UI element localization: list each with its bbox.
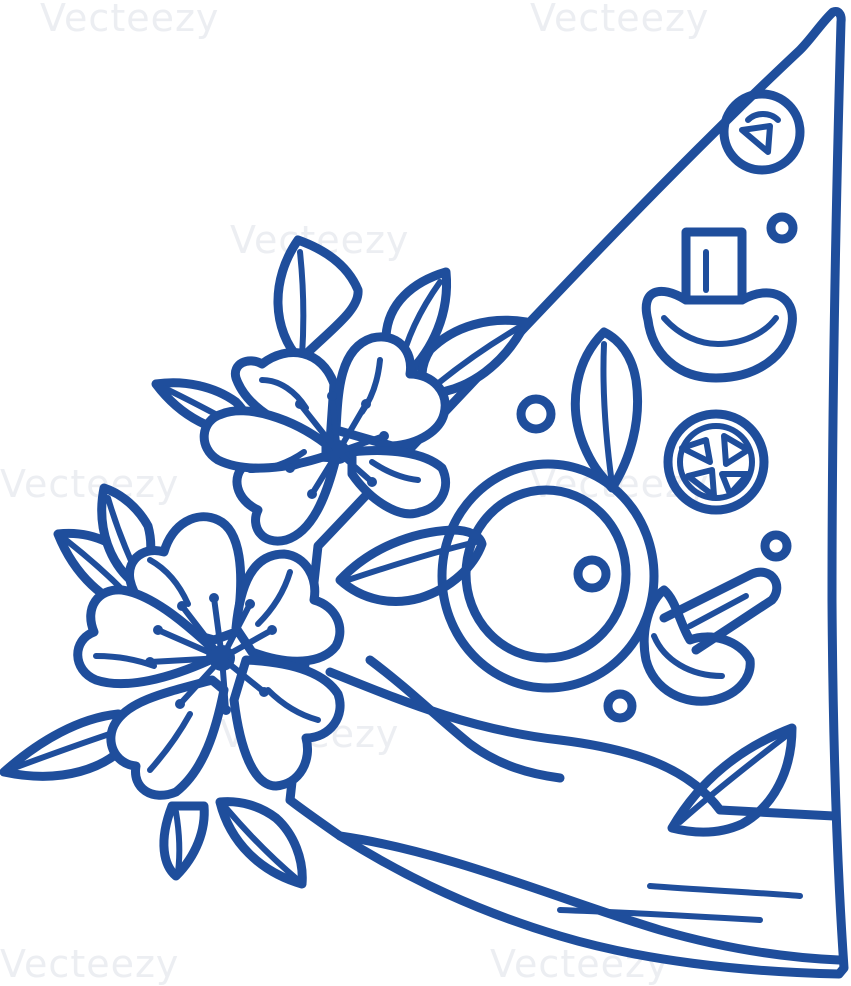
crust-top-line bbox=[335, 831, 844, 965]
crust-stroke-2 bbox=[557, 907, 763, 923]
watermark-text-1: Vecteezy bbox=[40, 0, 220, 40]
upper-flower bbox=[199, 332, 451, 546]
crust-stroke-1 bbox=[647, 883, 803, 899]
mushroom-right bbox=[639, 567, 782, 706]
tomato-slice-middle bbox=[663, 409, 769, 515]
watermark-text-8: Vecteezy bbox=[490, 942, 670, 986]
pizza-slice bbox=[285, 7, 849, 979]
mushroom-top bbox=[641, 227, 797, 383]
lower-flower bbox=[73, 512, 345, 800]
olive-ring bbox=[437, 459, 659, 693]
topping-dot-3 bbox=[760, 530, 792, 562]
pizza-leaf-lower bbox=[667, 723, 797, 837]
topping-dot-2 bbox=[516, 394, 556, 434]
pizza-slice-outline bbox=[285, 7, 849, 979]
watermark-text-7: Vecteezy bbox=[0, 942, 180, 986]
watermark-text-2: Vecteezy bbox=[530, 0, 710, 40]
cheese-drip bbox=[365, 655, 565, 783]
topping-dot-4 bbox=[603, 689, 637, 723]
watermark-text-4: Vecteezy bbox=[0, 462, 180, 506]
topping-dot-1 bbox=[766, 212, 798, 244]
pizza-leaf-upper bbox=[570, 327, 643, 493]
tomato-slice-top bbox=[719, 89, 805, 175]
pizza-leaf-middle bbox=[335, 525, 487, 606]
